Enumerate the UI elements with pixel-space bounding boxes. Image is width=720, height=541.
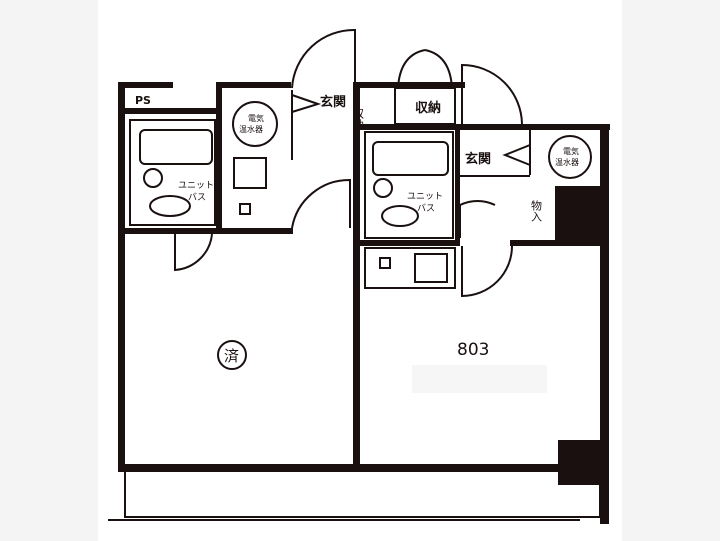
- door-swing: [397, 49, 453, 89]
- toilet: [381, 205, 419, 227]
- kitchen-sink: [414, 253, 448, 283]
- wall: [353, 82, 360, 472]
- wall: [118, 108, 218, 114]
- toilet: [149, 195, 191, 217]
- storage-label: 収納: [415, 100, 441, 116]
- door-swing: [291, 178, 351, 229]
- door-swing: [461, 63, 523, 125]
- wall: [216, 82, 222, 232]
- water-heater: [232, 101, 278, 147]
- ps-label: PS: [135, 94, 151, 107]
- unit-bath: [129, 119, 216, 226]
- watermark-area: [412, 365, 547, 393]
- closet-label: 物入: [530, 199, 543, 222]
- entrance-step: [460, 130, 531, 177]
- wall: [216, 82, 291, 88]
- bathtub: [139, 129, 213, 165]
- water-heater-label: 温水器: [239, 124, 263, 134]
- bath-label: ユニット: [407, 192, 443, 202]
- bathtub: [372, 141, 449, 176]
- storage: [394, 87, 456, 125]
- sink: [143, 168, 163, 188]
- stove: [239, 203, 251, 215]
- wall: [118, 464, 608, 471]
- kitchen-sink: [233, 157, 267, 189]
- kitchen: [364, 247, 456, 289]
- wall: [118, 82, 125, 472]
- door-swing: [461, 245, 513, 298]
- wall: [600, 124, 609, 524]
- wall: [455, 126, 460, 246]
- entrance-label: 玄関: [465, 151, 491, 167]
- wall: [118, 82, 173, 88]
- bath-label: バス: [188, 192, 206, 203]
- door-swing: [459, 200, 496, 238]
- sink: [373, 178, 393, 198]
- wall: [360, 124, 610, 130]
- water-heater-label: 電気: [563, 146, 579, 156]
- status-circle: [217, 340, 247, 370]
- entrance-label: 玄関: [320, 94, 346, 110]
- balcony: [124, 470, 601, 518]
- bath-label: ユニット: [178, 181, 214, 191]
- wall: [510, 240, 605, 246]
- bath-label: バス: [417, 203, 435, 214]
- wall-pillar: [555, 186, 605, 242]
- wall-pillar: [558, 440, 603, 485]
- wall: [355, 82, 465, 88]
- right-margin: [622, 0, 720, 541]
- wall: [118, 228, 293, 234]
- storage-label: 収納: [352, 108, 365, 131]
- left-margin: [0, 0, 98, 541]
- unit-bath: [364, 131, 454, 239]
- stove: [379, 257, 391, 269]
- door-swing: [174, 233, 213, 272]
- unit-number: 803: [457, 340, 489, 360]
- wall: [360, 240, 460, 246]
- water-heater-label: 温水器: [555, 157, 579, 167]
- door-swing: [291, 28, 356, 89]
- entrance-step: [291, 90, 322, 160]
- status-mark: 済: [224, 347, 239, 365]
- water-heater-label: 電気: [248, 113, 264, 123]
- water-heater: [548, 135, 592, 179]
